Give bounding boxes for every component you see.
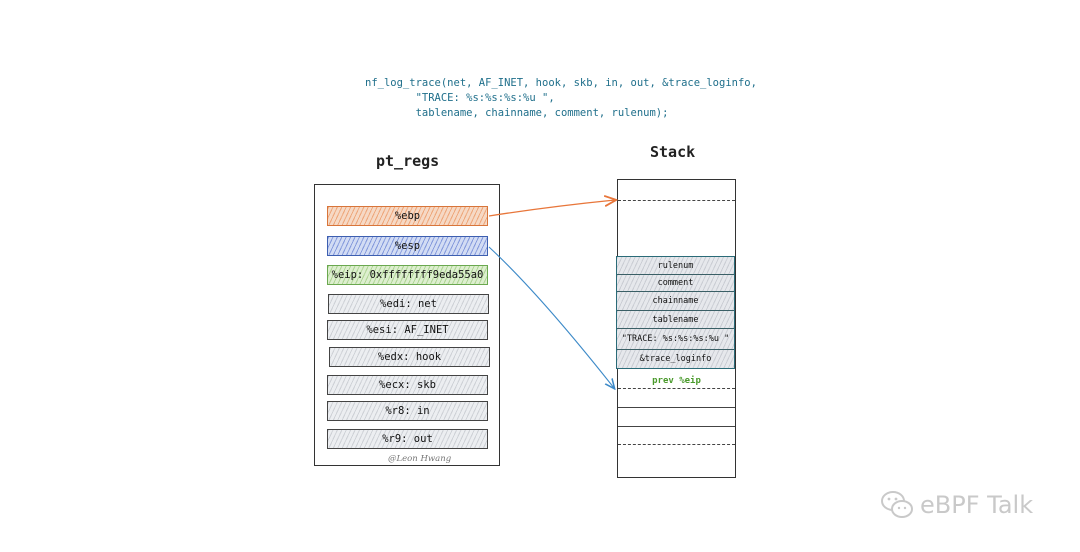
stack-slot-tablename: tablename <box>617 311 734 329</box>
watermark: eBPF Talk <box>880 490 1033 520</box>
code-line-2: "TRACE: %s:%s:%s:%u ", <box>365 92 555 104</box>
stack-divider <box>618 444 735 445</box>
ebp-arrow <box>488 200 615 217</box>
pt-regs-panel <box>314 184 500 466</box>
prev-eip-label: prev %eip <box>652 376 701 386</box>
watermark-text: eBPF Talk <box>920 491 1034 519</box>
pt-regs-title: pt_regs <box>376 152 440 170</box>
stack-slot-format: "TRACE: %s:%s:%s:%u " <box>617 329 734 350</box>
register-edi: %edi: net <box>328 294 489 314</box>
stack-slot-comment: comment <box>617 275 734 292</box>
stack-slot-chainname: chainname <box>617 292 734 311</box>
code-line-3: tablename, chainname, comment, rulenum); <box>365 107 669 119</box>
register-esi: %esi: AF_INET <box>327 320 488 340</box>
register-edx: %edx: hook <box>329 347 490 367</box>
code-snippet: nf_log_trace(net, AF_INET, hook, skb, in… <box>365 76 757 121</box>
register-esp: %esp <box>327 236 488 256</box>
stack-title: Stack <box>650 143 696 161</box>
register-eip: %eip: 0xffffffff9eda55a0 <box>327 265 488 285</box>
stack-divider <box>618 426 735 427</box>
code-line-1: nf_log_trace(net, AF_INET, hook, skb, in… <box>365 77 757 89</box>
register-r8: %r8: in <box>327 401 488 421</box>
register-ebp: %ebp <box>327 206 488 226</box>
wechat-icon <box>881 491 913 518</box>
esp-arrow <box>488 246 614 388</box>
stack-frame: rulenum comment chainname tablename "TRA… <box>616 256 735 369</box>
author-signature: @Leon Hwang <box>388 454 452 464</box>
stack-divider <box>618 200 735 201</box>
stack-divider <box>618 407 735 408</box>
stack-slot-trace-loginfo: &trace_loginfo <box>617 350 734 368</box>
stack-divider <box>618 388 735 389</box>
stack-slot-rulenum: rulenum <box>617 257 734 275</box>
register-ecx: %ecx: skb <box>327 375 488 395</box>
register-r9: %r9: out <box>327 429 488 449</box>
